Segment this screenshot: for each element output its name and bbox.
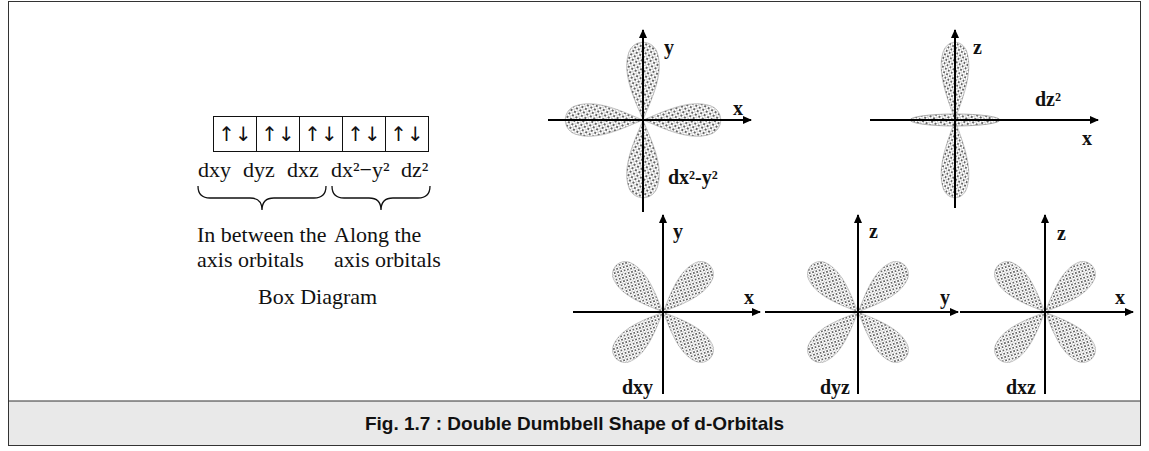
illustration-part <box>765 311 958 313</box>
dyz-orbital <box>765 215 958 394</box>
illustration-part <box>870 119 1098 121</box>
orbital-label: dxz <box>1006 376 1036 399</box>
brace <box>198 186 326 210</box>
dxz-orbital <box>960 215 1133 394</box>
electron-pair: ↑↓ <box>347 124 381 144</box>
orbital-name: dyz <box>243 157 275 182</box>
axis-label: z <box>973 36 982 59</box>
orbital-box: ↑↓ <box>342 116 386 152</box>
diagram-title: Box Diagram <box>258 284 377 309</box>
orbital-name: dx²−y² <box>331 157 390 182</box>
axis-label: y <box>673 220 683 243</box>
axis-label: z <box>869 220 878 243</box>
illustration-part <box>573 311 760 313</box>
electron-pair: ↑↓ <box>218 124 252 144</box>
dz2-orbital <box>870 30 1098 208</box>
figure-caption: Fig. 1.7 : Double Dumbbell Shape of d-Or… <box>365 413 784 435</box>
orbital-box: ↑↓ <box>385 116 429 152</box>
illustration-part <box>960 311 1133 313</box>
orbital-box: ↑↓ <box>299 116 343 152</box>
orbital-label: dz² <box>1035 88 1061 111</box>
axis-label: x <box>744 286 754 309</box>
orbital-label: dx²-y² <box>668 166 718 189</box>
figure-frame <box>9 2 1141 446</box>
orbital-label: dxy <box>622 376 653 399</box>
electron-pair: ↑↓ <box>261 124 295 144</box>
frame-divider <box>9 401 1141 402</box>
electron-pair: ↑↓ <box>390 124 424 144</box>
electron-pair: ↑↓ <box>304 124 338 144</box>
orbital-label: dyz <box>820 376 850 399</box>
caption-band <box>9 401 1140 445</box>
orbital-name: dxz <box>287 157 319 182</box>
group-label: In between the axis orbitals <box>197 222 342 273</box>
orbital-box: ↑↓ <box>213 116 257 152</box>
dxy-orbital <box>573 215 760 394</box>
axis-label: x <box>733 97 743 120</box>
orbital-name: dxy <box>198 157 231 182</box>
group-label: Along the axis orbitals <box>334 222 454 273</box>
orbital-box: ↑↓ <box>256 116 300 152</box>
axis-label: z <box>1057 222 1066 245</box>
illustration-part <box>662 215 664 394</box>
orbital-name: dz² <box>401 157 428 182</box>
illustration-part <box>857 215 859 394</box>
axis-label: y <box>664 36 674 59</box>
dx2-y2-orbital <box>548 30 751 212</box>
axis-label: x <box>1115 286 1125 309</box>
axis-label: x <box>1082 127 1092 150</box>
caption-band: Fig. 1.7 : Double Dumbbell Shape of d-Or… <box>9 402 1140 445</box>
illustration-part <box>1044 215 1046 394</box>
illustration-part <box>548 119 751 121</box>
brace <box>332 186 430 210</box>
axis-label: y <box>940 286 950 309</box>
